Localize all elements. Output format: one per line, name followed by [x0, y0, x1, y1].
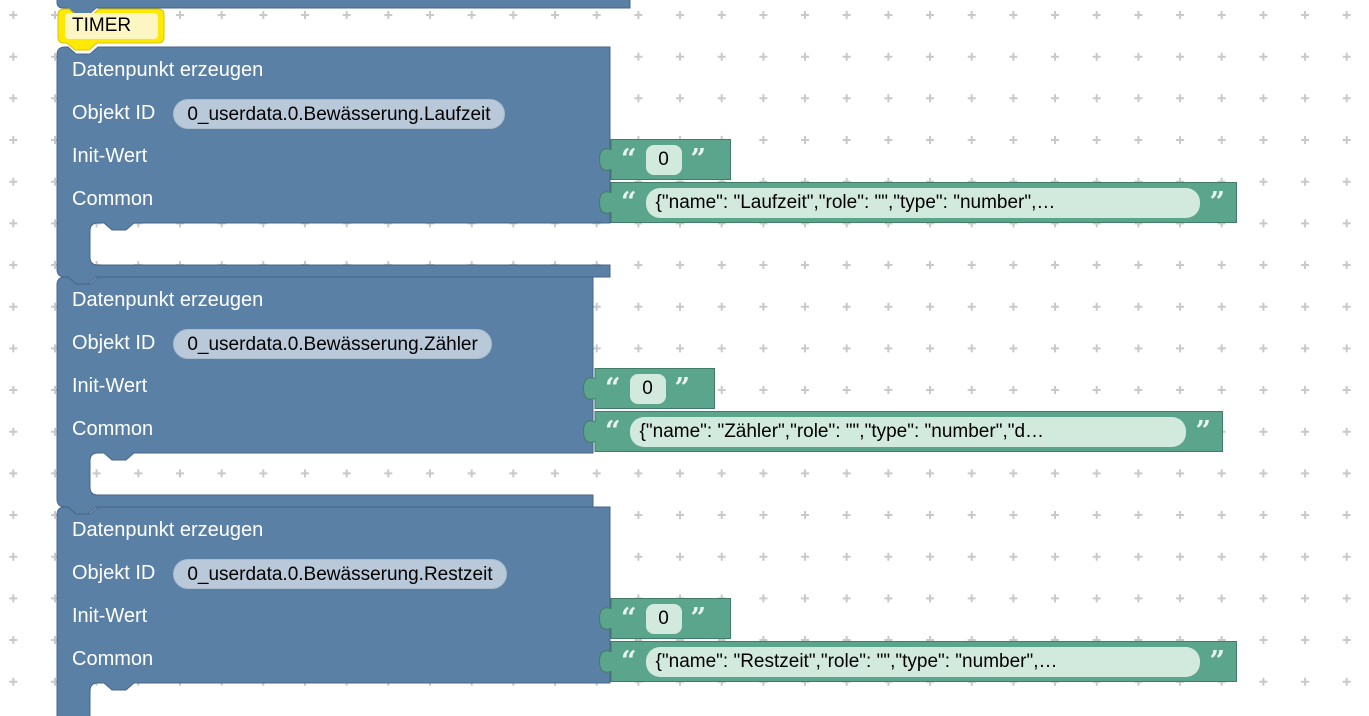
object-id-field[interactable]: 0_userdata.0.Bewässerung.Laufzeit [173, 98, 505, 129]
common-value-field[interactable]: {"name": "Laufzeit","role": "","type": "… [645, 187, 1201, 218]
object-id-label: Objekt ID [72, 102, 156, 124]
block-title: Datenpunkt erzeugen [72, 289, 264, 311]
common-value-field[interactable]: {"name": "Restzeit","role": "","type": "… [645, 646, 1201, 677]
init-value-field[interactable]: 0 [645, 603, 682, 634]
object-id-field[interactable]: 0_userdata.0.Bewässerung.Restzeit [173, 558, 507, 589]
close-quote-icon: ” [690, 603, 707, 634]
init-value-field[interactable]: 0 [645, 144, 682, 175]
create-datapoint-block[interactable]: Datenpunkt erzeugen Objekt ID 0_userdata… [56, 506, 1237, 716]
comment-text-field[interactable]: TIMER [65, 13, 158, 39]
string-value-block[interactable]: “ 0 ” [598, 598, 731, 639]
create-datapoint-block[interactable]: Datenpunkt erzeugen Objekt ID 0_userdata… [56, 276, 1223, 515]
open-quote-icon: “ [605, 373, 621, 404]
close-quote-icon: ” [674, 373, 691, 404]
timer-comment-block[interactable]: TIMER [57, 8, 165, 51]
common-label: Common [72, 188, 154, 210]
open-quote-icon: “ [621, 144, 637, 175]
open-quote-icon: “ [621, 187, 637, 218]
object-id-label: Objekt ID [72, 562, 156, 584]
close-quote-icon: ” [1209, 187, 1225, 218]
open-quote-icon: “ [605, 416, 621, 447]
string-value-block[interactable]: “ 0 ” [598, 139, 731, 180]
common-value-field[interactable]: {"name": "Zähler","role": "","type": "nu… [629, 416, 1187, 447]
open-quote-icon: “ [621, 603, 637, 634]
block-shape [56, 0, 631, 16]
close-quote-icon: ” [690, 144, 707, 175]
string-value-block[interactable]: “ {"name": "Zähler","role": "","type": "… [582, 411, 1223, 452]
open-quote-icon: “ [621, 646, 637, 677]
common-label: Common [72, 648, 154, 670]
common-label: Common [72, 418, 154, 440]
string-value-block[interactable]: “ {"name": "Laufzeit","role": "","type":… [598, 182, 1237, 223]
string-value-block[interactable]: “ {"name": "Restzeit","role": "","type":… [598, 641, 1237, 682]
object-id-label: Objekt ID [72, 332, 156, 354]
close-quote-icon: ” [1209, 646, 1225, 677]
init-wert-label: Init-Wert [72, 375, 148, 397]
init-wert-label: Init-Wert [72, 145, 148, 167]
string-value-block[interactable]: “ 0 ” [582, 368, 715, 409]
partial-block-above[interactable] [56, 0, 631, 19]
create-datapoint-block[interactable]: Datenpunkt erzeugen Objekt ID 0_userdata… [56, 46, 1237, 285]
block-title: Datenpunkt erzeugen [72, 519, 264, 541]
close-quote-icon: ” [1195, 416, 1211, 447]
object-id-field[interactable]: 0_userdata.0.Bewässerung.Zähler [173, 328, 492, 359]
init-wert-label: Init-Wert [72, 605, 148, 627]
block-title: Datenpunkt erzeugen [72, 59, 264, 81]
init-value-field[interactable]: 0 [629, 373, 666, 404]
